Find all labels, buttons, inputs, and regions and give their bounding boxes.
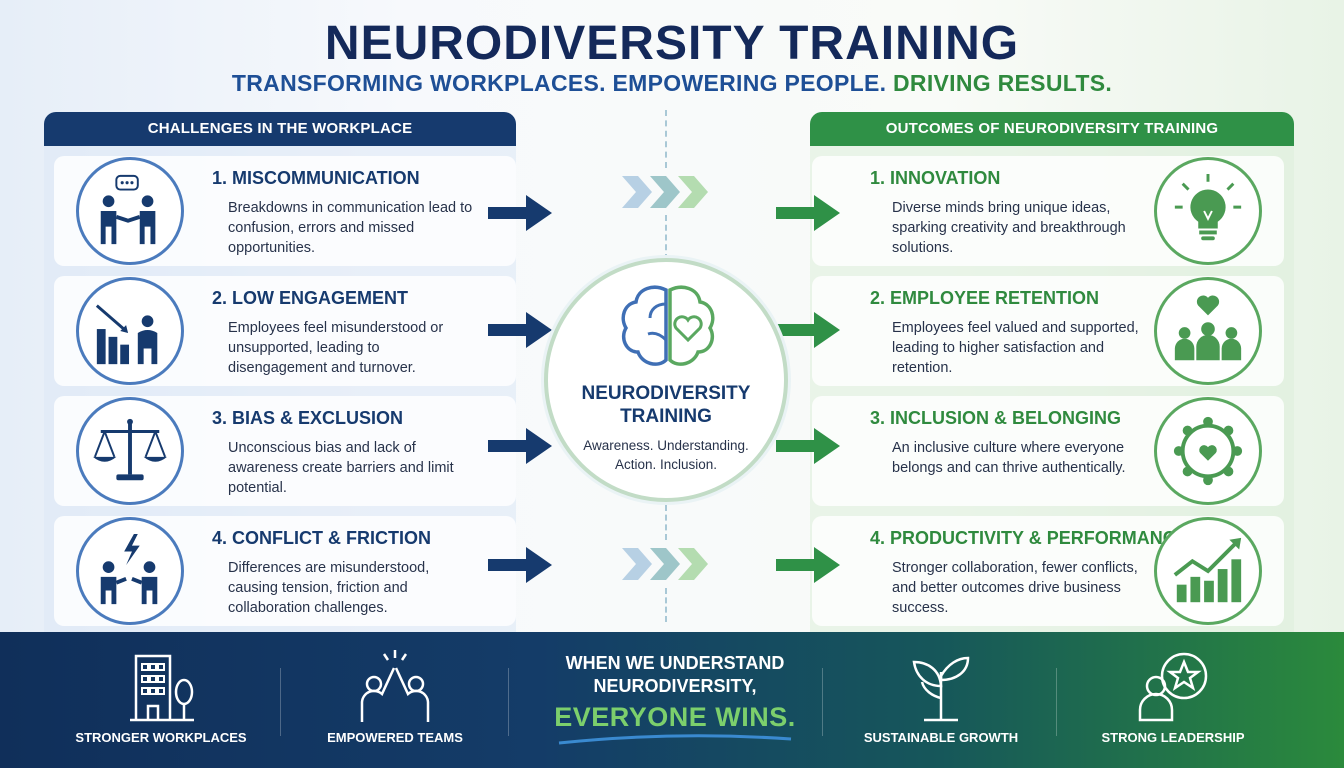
arrow-right-icon: [776, 312, 840, 348]
footer-item-growth: SUSTAINABLE GROWTH: [846, 632, 1036, 768]
growth-chart-icon: [1154, 517, 1262, 625]
outcome-title: 3. INCLUSION & BELONGING: [870, 408, 1122, 428]
challenge-title: 4. CONFLICT & FRICTION: [212, 528, 431, 548]
high-five-icon: [360, 650, 430, 722]
challenge-card-conflict: 4. CONFLICT & FRICTION Differences are m…: [54, 516, 516, 626]
footer-item-leadership: STRONG LEADERSHIP: [1078, 632, 1268, 768]
team-heart-icon: [1154, 277, 1262, 385]
outcome-title: 4. PRODUCTIVITY & PERFORMANCE: [870, 528, 1188, 548]
outcome-description: An inclusive culture where everyone belo…: [892, 440, 1126, 476]
footer-divider: [822, 668, 823, 736]
outcome-description: Stronger collaboration, fewer conflicts,…: [892, 560, 1138, 616]
outcome-card-productivity: 4. PRODUCTIVITY & PERFORMANCE Stronger c…: [812, 516, 1284, 626]
arrow-right-icon: [488, 195, 552, 231]
subtitle-part-blue: TRANSFORMING WORKPLACES. EMPOWERING PEOP…: [231, 70, 887, 96]
center-subtitle: Awareness. Understanding. Action. Inclus…: [583, 438, 749, 472]
outcome-card-innovation: 1. INNOVATION Diverse minds bring unique…: [812, 156, 1284, 266]
low-engagement-icon: [76, 277, 184, 385]
challenge-description: Unconscious bias and lack of awareness c…: [228, 440, 454, 496]
footer-divider: [1056, 668, 1057, 736]
subtitle-part-green: DRIVING RESULTS.: [893, 70, 1113, 96]
chevrons-icon: [622, 548, 708, 580]
challenge-card-low-engagement: 2. LOW ENGAGEMENT Employees feel misunde…: [54, 276, 516, 386]
page-title: NEURODIVERSITY TRAINING: [324, 17, 1020, 70]
footer-banner: STRONGER WORKPLACES EMPOWERED TEAMS WHEN…: [0, 632, 1344, 768]
arrow-right-icon: [776, 428, 840, 464]
scales-icon: [76, 397, 184, 505]
footer-item-workplaces: STRONGER WORKPLACES: [66, 632, 256, 768]
footer-label: SUSTAINABLE GROWTH: [863, 730, 1019, 745]
footer-divider: [280, 668, 281, 736]
footer-label: EMPOWERED TEAMS: [327, 730, 463, 745]
dashed-divider: [665, 588, 667, 622]
chevrons-icon: [622, 176, 708, 208]
challenge-card-bias: 3. BIAS & EXCLUSION Unconscious bias and…: [54, 396, 516, 506]
leader-star-icon: [1138, 652, 1208, 722]
outcomes-heading: OUTCOMES OF NEURODIVERSITY TRAINING: [810, 112, 1294, 146]
challenge-title: 1. MISCOMMUNICATION: [212, 168, 420, 188]
challenge-description: Breakdowns in communication lead to conf…: [228, 200, 473, 256]
dashed-divider: [665, 215, 667, 260]
plant-icon: [912, 656, 970, 722]
center-training-circle: NEURODIVERSITY TRAINING Awareness. Under…: [544, 258, 788, 502]
outcome-description: Employees feel valued and supported, lea…: [892, 320, 1139, 376]
outcome-description: Diverse minds bring unique ideas, sparki…: [892, 200, 1126, 256]
brain-heart-icon: [621, 285, 715, 366]
dashed-divider: [665, 505, 667, 540]
footer-divider: [508, 668, 509, 736]
outcome-title: 1. INNOVATION: [870, 168, 1001, 188]
challenge-title: 2. LOW ENGAGEMENT: [212, 288, 409, 308]
arrow-right-icon: [488, 547, 552, 583]
arrow-right-icon: [488, 312, 552, 348]
arrow-right-icon: [776, 547, 840, 583]
challenge-description: Employees feel misunderstood or unsuppor…: [228, 320, 444, 376]
circle-of-people-icon: [1154, 397, 1262, 505]
footer-tagline: WHEN WE UNDERSTAND NEURODIVERSITY, EVERY…: [510, 652, 840, 745]
building-icon: [130, 654, 194, 722]
outcome-title: 2. EMPLOYEE RETENTION: [870, 288, 1100, 308]
underline-swoosh-icon: [558, 734, 792, 745]
outcome-card-inclusion: 3. INCLUSION & BELONGING An inclusive cu…: [812, 396, 1284, 506]
center-title: NEURODIVERSITY TRAINING: [581, 383, 751, 427]
challenge-title: 3. BIAS & EXCLUSION: [212, 408, 404, 428]
challenges-heading: CHALLENGES IN THE WORKPLACE: [44, 112, 516, 146]
miscommunication-icon: [76, 157, 184, 265]
arrow-right-icon: [488, 428, 552, 464]
dashed-divider: [665, 110, 667, 168]
challenge-card-miscommunication: 1. MISCOMMUNICATION Breakdowns in commun…: [54, 156, 516, 266]
lightbulb-icon: [1154, 157, 1262, 265]
challenge-description: Differences are misunderstood, causing t…: [228, 560, 430, 616]
footer-label: STRONG LEADERSHIP: [1101, 730, 1245, 745]
footer-item-teams: EMPOWERED TEAMS: [300, 632, 490, 768]
arrow-right-icon: [776, 195, 840, 231]
page-subtitle: TRANSFORMING WORKPLACES. EMPOWERING PEOP…: [0, 70, 1344, 97]
footer-label: STRONGER WORKPLACES: [75, 730, 247, 745]
conflict-icon: [76, 517, 184, 625]
outcome-card-retention: 2. EMPLOYEE RETENTION Employees feel val…: [812, 276, 1284, 386]
